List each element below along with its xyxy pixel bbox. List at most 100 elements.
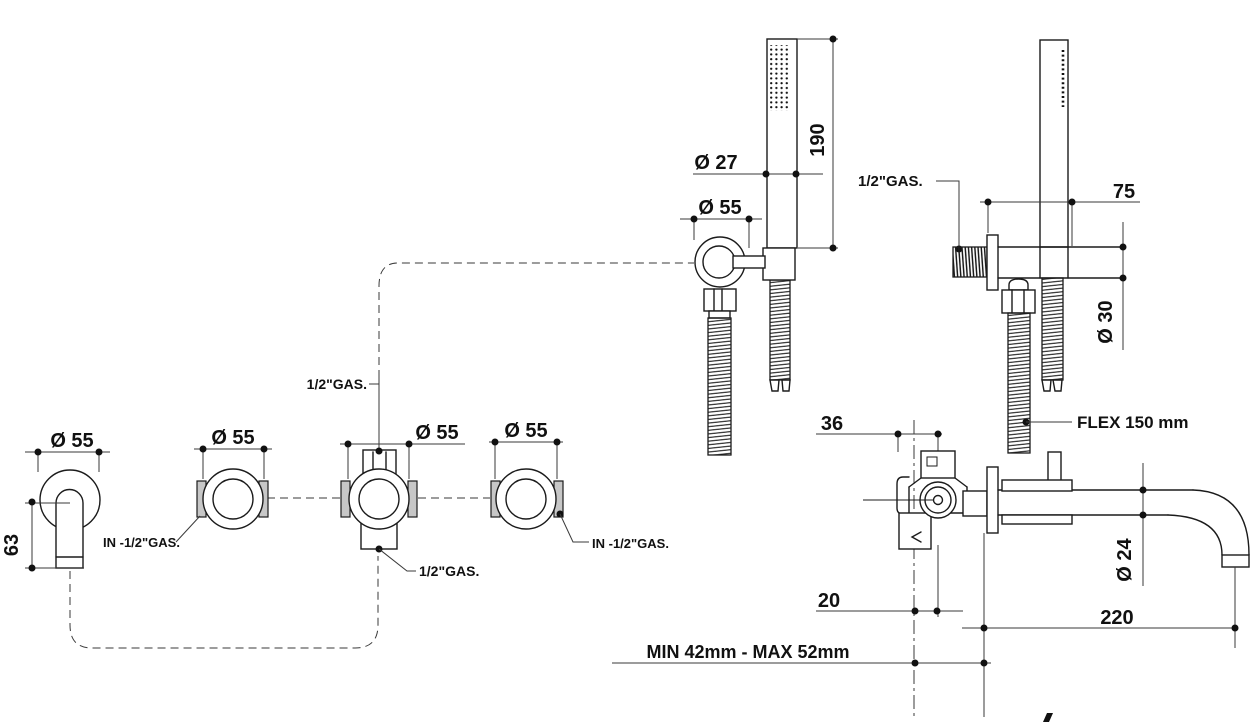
dimension-dot: [745, 215, 753, 223]
diverter-front: Ø 55 1/2"GAS. 1/2"GAS.: [307, 376, 480, 579]
valve-right-port: [962, 490, 988, 517]
bracket-dia-dimension: Ø 55: [680, 197, 762, 248]
valve-chamfer: [954, 477, 968, 488]
dimension-dot: [829, 35, 837, 43]
right-handle-inlet-label: IN -1/2"GAS.: [592, 536, 669, 551]
dimension-dot: [1231, 624, 1239, 632]
dimension-dot: [792, 170, 800, 178]
right-handle-dia-dimension: Ø 55: [489, 420, 563, 479]
holder-dia-label: Ø 30: [1095, 300, 1117, 343]
valve-top-port: [920, 450, 956, 479]
diverter-bottom-connection-label: 1/2"GAS.: [419, 563, 479, 579]
left-handle-dia-label: Ø 55: [211, 427, 254, 449]
dimension-dot: [1119, 243, 1127, 251]
left-handle-dia-dimension: Ø 55: [194, 427, 272, 479]
diverter-to-bracket-dashed-line: [378, 262, 694, 378]
diverter-inner-circle: [358, 478, 400, 520]
valve-chamfer: [908, 477, 922, 488]
dimension-dot: [980, 624, 988, 632]
dimension-dot: [980, 659, 988, 667]
spout-side: [986, 451, 1250, 568]
hose-end-fitting: [769, 379, 780, 392]
dimension-dot: [894, 430, 902, 438]
leader-line: [936, 180, 960, 246]
valve-depth-dimension: 20: [816, 590, 963, 615]
valve-left-port: [896, 476, 910, 515]
holder-side-view: 75 1/2"GAS. Ø 30 FLEX 150 mm: [858, 39, 1189, 454]
diverter-top-connection-label: 1/2"GAS.: [307, 376, 367, 392]
dimension-dot: [405, 440, 413, 448]
wand-side: [1039, 39, 1069, 248]
spout-height-label: 63: [1, 534, 23, 556]
spout-reach-label: 220: [1100, 607, 1133, 629]
spout-dia-side-label: Ø 24: [1114, 537, 1136, 581]
right-handle-dia-label: Ø 55: [504, 420, 547, 442]
holder-offset-dimension: 75: [980, 181, 1140, 246]
wand-hose-connector: [762, 247, 796, 281]
flex-hose-side: [1007, 312, 1031, 454]
dimension-dot: [762, 170, 770, 178]
dimension-dot: [1119, 274, 1127, 282]
spout-dia-dimension: Ø 55: [25, 430, 110, 472]
spout-inner-curve: [1167, 514, 1223, 556]
leader-line: [559, 513, 589, 543]
cartridge-center-hole: [932, 494, 944, 506]
dimension-dot: [344, 440, 352, 448]
dimension-dot: [911, 607, 919, 615]
spout-tip: [1221, 554, 1250, 568]
hose-end-fitting: [1041, 379, 1052, 392]
holder-offset-label: 75: [1113, 181, 1135, 203]
wand-length-dimension: 190: [797, 35, 838, 252]
hose-end-fitting: [781, 379, 791, 392]
leader-line: [175, 515, 201, 543]
dimension-dot: [491, 438, 499, 446]
top-connection-dot: [375, 447, 383, 455]
bracket-hose: [707, 317, 732, 456]
diverter-dia-label: Ø 55: [415, 422, 458, 444]
spout-height-dimension: 63: [1, 498, 84, 572]
holder-wall-plate: [986, 234, 999, 291]
supply-loop-dashed-line: [69, 556, 379, 649]
hose-collar-side: [1008, 278, 1029, 291]
spout-front: Ø 55 63: [1, 430, 110, 572]
wand-dia-dimension: Ø 27: [693, 152, 823, 178]
dimension-dot: [984, 198, 992, 206]
diverter-pin: [1047, 451, 1062, 482]
dimension-dot: [1068, 198, 1076, 206]
flex-hose-label: FLEX 150 mm: [1077, 413, 1189, 432]
dimension-dot: [1139, 486, 1147, 494]
valve-body: [863, 450, 988, 550]
bracket-nut: [703, 288, 737, 312]
wand-hose-side: [1041, 277, 1064, 381]
handshower-hose: [769, 279, 791, 381]
spout-tube: [55, 488, 84, 569]
dimension-dot: [1139, 511, 1147, 519]
valve-top-port-detail: [926, 456, 938, 467]
dimension-dot: [260, 445, 268, 453]
spray-face-dots: [770, 45, 790, 111]
threaded-wall-inlet: [952, 246, 988, 278]
spout-wall-plate: [986, 466, 999, 534]
leader-line: [378, 548, 416, 572]
diverter-dia-dimension: Ø 55: [340, 422, 465, 479]
holder-nut-side: [1001, 289, 1036, 314]
dimension-dot: [933, 607, 941, 615]
bracket-dia-label: Ø 55: [698, 197, 741, 219]
spout-reach-dimension: 220: [962, 533, 1239, 717]
wand-length-label: 190: [807, 123, 829, 156]
spout-lower-collar: [1001, 514, 1073, 525]
valve-side-view: 36: [612, 413, 1250, 722]
dimension-dot: [911, 659, 919, 667]
spout-upper-collar: [1001, 479, 1073, 492]
spout-outer-curve: [1192, 489, 1250, 556]
dimension-dot: [553, 438, 561, 446]
wand-dia-label: Ø 27: [694, 152, 737, 174]
right-handle-front: Ø 55 IN -1/2"GAS.: [489, 420, 669, 551]
dimension-dot: [934, 430, 942, 438]
valve-depth-label: 20: [818, 590, 840, 612]
holder-inlet-label: 1/2"GAS.: [858, 173, 923, 190]
dimension-dot: [829, 244, 837, 252]
front-view: Ø 55 63 Ø 55: [1, 35, 838, 649]
